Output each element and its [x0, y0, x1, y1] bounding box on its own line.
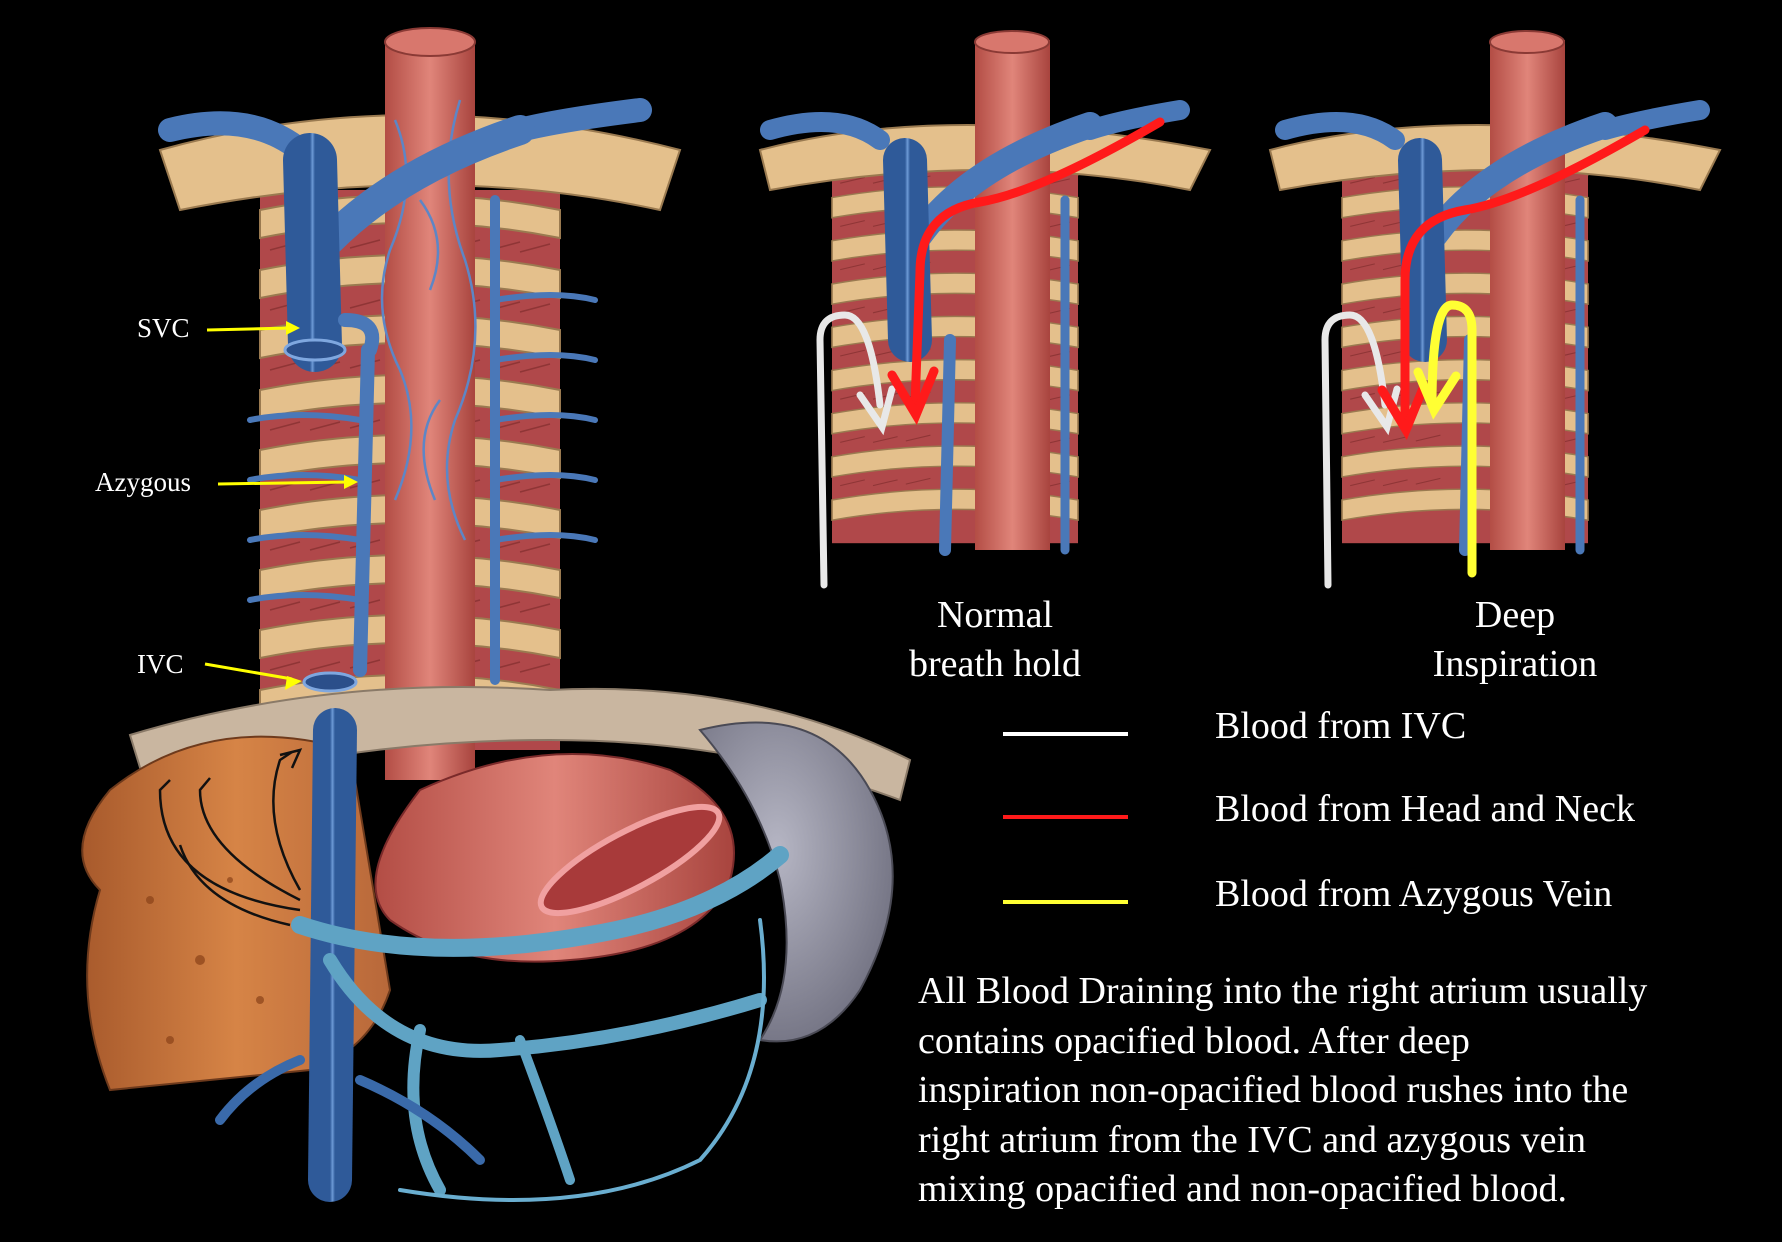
panel-normal-caption: Normal breath hold — [880, 591, 1110, 689]
hepatic-flow-arrows — [158, 748, 303, 927]
panel-deep-caption-line1: Deep — [1474, 594, 1556, 636]
ivc-label: IVC — [137, 649, 184, 679]
legend-label-head: Blood from Head and Neck — [1215, 788, 1635, 830]
panel-normal-caption-line1: Normal — [936, 594, 1054, 636]
svc-label: SVC — [137, 313, 190, 343]
panel-normal — [758, 19, 1212, 589]
normal-flow-ivc-white — [816, 311, 884, 589]
stomach-opening — [537, 803, 723, 917]
deep-flow-ivc-white — [1321, 311, 1389, 589]
panel-deep — [1268, 19, 1722, 589]
stomach — [374, 753, 735, 963]
explanation-paragraph: All Blood Draining into the right atrium… — [918, 970, 1648, 1210]
normal-flow-head-red — [910, 117, 1165, 410]
deep-flow-head-red — [1400, 125, 1650, 425]
label-pointer-arrows — [204, 321, 358, 690]
legend-swatches — [1003, 732, 1128, 904]
azygous-pointer-arrow — [217, 475, 358, 489]
panel-normal-caption-line2: breath hold — [908, 643, 1081, 685]
ivc-pointer-arrow — [204, 662, 302, 690]
main-veins — [158, 17, 652, 693]
panel-deep-caption: Deep Inspiration — [1400, 591, 1630, 689]
legend-label-ivc: Blood from IVC — [1215, 705, 1467, 747]
abdominal-veins — [215, 708, 789, 1202]
panel-deep-caption-line2: Inspiration — [1432, 643, 1598, 685]
azygous-label: Azygous — [95, 467, 191, 497]
deep-flow-azygous-yellow — [1427, 300, 1477, 578]
legend-label-azygous: Blood from Azygous Vein — [1215, 873, 1613, 915]
svc-pointer-arrow — [206, 321, 300, 335]
